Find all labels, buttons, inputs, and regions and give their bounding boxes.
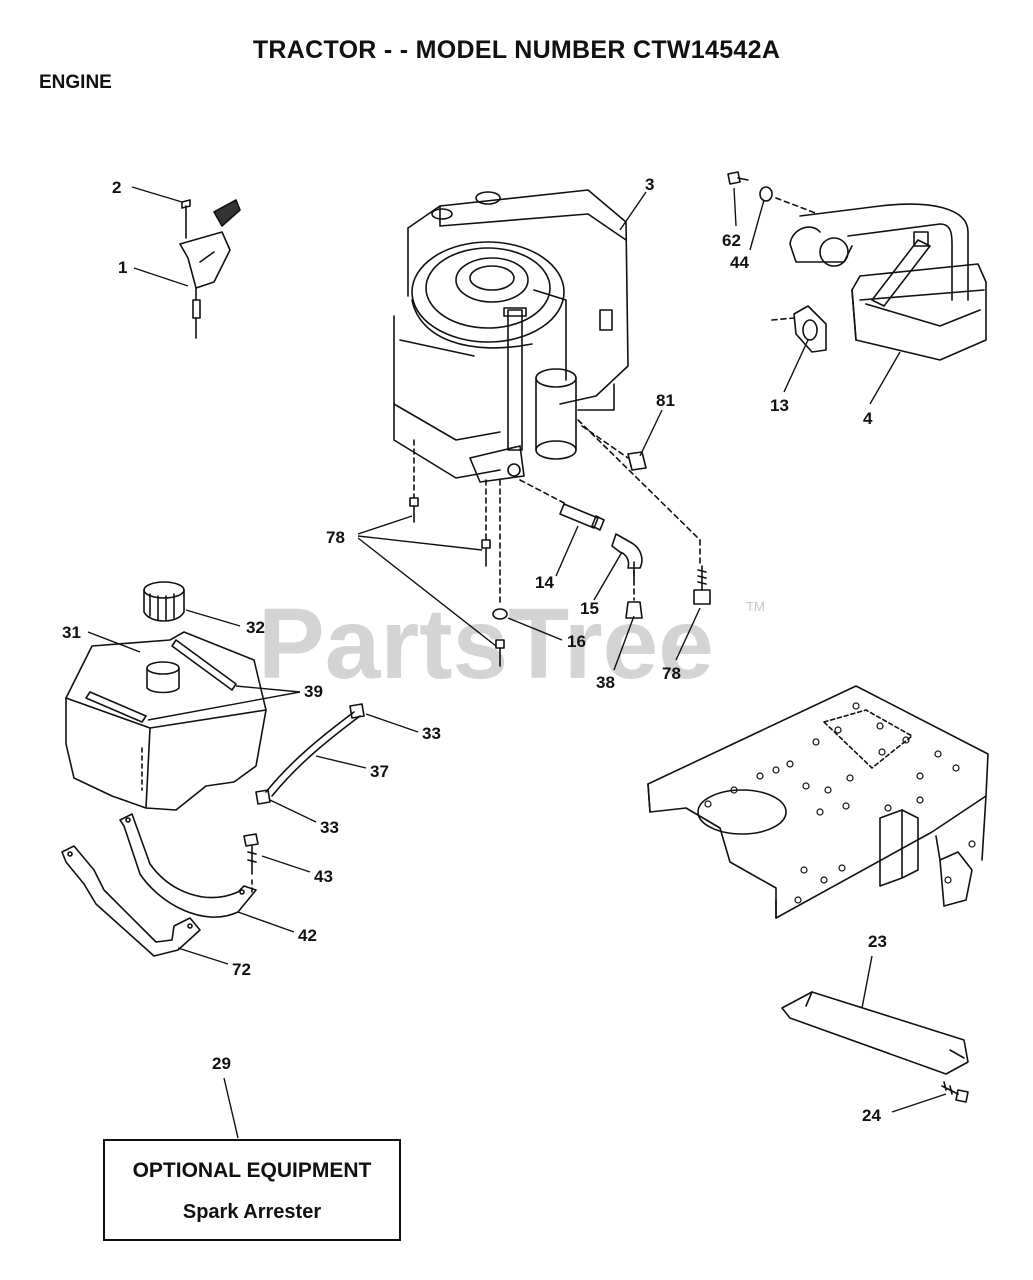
callout-13: 13 bbox=[770, 396, 789, 415]
elbow-part bbox=[611, 533, 643, 581]
fuel-line-part bbox=[255, 703, 365, 805]
callout-32: 32 bbox=[246, 618, 265, 637]
fuel-tank-part bbox=[65, 631, 267, 811]
callout-24: 24 bbox=[862, 1106, 881, 1125]
cap-nut-part bbox=[625, 601, 643, 619]
tank-strap-42-part bbox=[61, 845, 201, 957]
nut-81-part bbox=[627, 451, 647, 471]
callout-62: 44 bbox=[730, 253, 749, 272]
callout-72: 62 bbox=[722, 231, 741, 250]
leader-lines bbox=[87, 186, 947, 1139]
callout-16: 16 bbox=[567, 632, 586, 651]
tank-strap-43-part bbox=[119, 813, 257, 918]
callout-37: 37 bbox=[370, 762, 389, 781]
watermark: PartsTree bbox=[258, 588, 714, 700]
callout-1: 1 bbox=[118, 258, 127, 277]
callout-14: 14 bbox=[535, 573, 554, 592]
optional-equipment-heading: OPTIONAL EQUIPMENT bbox=[132, 1159, 372, 1182]
callout-2: 2 bbox=[112, 178, 121, 197]
screw-24-part bbox=[941, 1081, 969, 1103]
callout-44: 43 bbox=[314, 867, 333, 886]
callout-33-bottom: 33 bbox=[320, 818, 339, 837]
engine-bolts-part bbox=[409, 497, 505, 667]
section-label: ENGINE bbox=[39, 72, 112, 93]
optional-equipment-box: OPTIONAL EQUIPMENT Spark Arrester bbox=[103, 1139, 401, 1241]
plug-bolt-part bbox=[693, 565, 711, 605]
muffler-part bbox=[789, 203, 987, 361]
bolt-washer-part bbox=[727, 171, 819, 215]
washer-part bbox=[492, 608, 508, 620]
callout-29: 29 bbox=[212, 1054, 231, 1073]
fuel-cap-part bbox=[143, 581, 185, 622]
callout-3: 3 bbox=[645, 175, 654, 194]
callout-43: 42 bbox=[298, 926, 317, 945]
callout-39: 39 bbox=[304, 682, 323, 701]
assembly-lines bbox=[413, 419, 701, 607]
engine-part bbox=[393, 189, 629, 483]
callout-42: 72 bbox=[232, 960, 251, 979]
callout-81: 81 bbox=[656, 391, 675, 410]
drain-pipe-part bbox=[559, 503, 605, 531]
callout-78-left: 78 bbox=[326, 528, 345, 547]
bolt-44-part bbox=[243, 833, 259, 893]
watermark-trademark: TM bbox=[746, 599, 765, 614]
callout-4: 4 bbox=[863, 409, 873, 428]
callout-15: 15 bbox=[580, 599, 599, 618]
gasket-part bbox=[771, 305, 827, 353]
callout-38: 38 bbox=[596, 673, 615, 692]
callout-labels: 2 1 3 62 44 13 4 81 78 14 15 16 38 78 32… bbox=[62, 175, 887, 1125]
callout-31: 31 bbox=[62, 623, 81, 642]
frame-part bbox=[647, 685, 989, 919]
throttle-control-part bbox=[179, 199, 241, 339]
page-title: TRACTOR - - MODEL NUMBER CTW14542A bbox=[252, 36, 781, 64]
callout-23: 23 bbox=[868, 932, 887, 951]
spark-arrester-label: Spark Arrester bbox=[182, 1201, 322, 1223]
cover-plate-part bbox=[781, 991, 969, 1075]
callout-33-top: 33 bbox=[422, 724, 441, 743]
callout-78-right: 78 bbox=[662, 664, 681, 683]
